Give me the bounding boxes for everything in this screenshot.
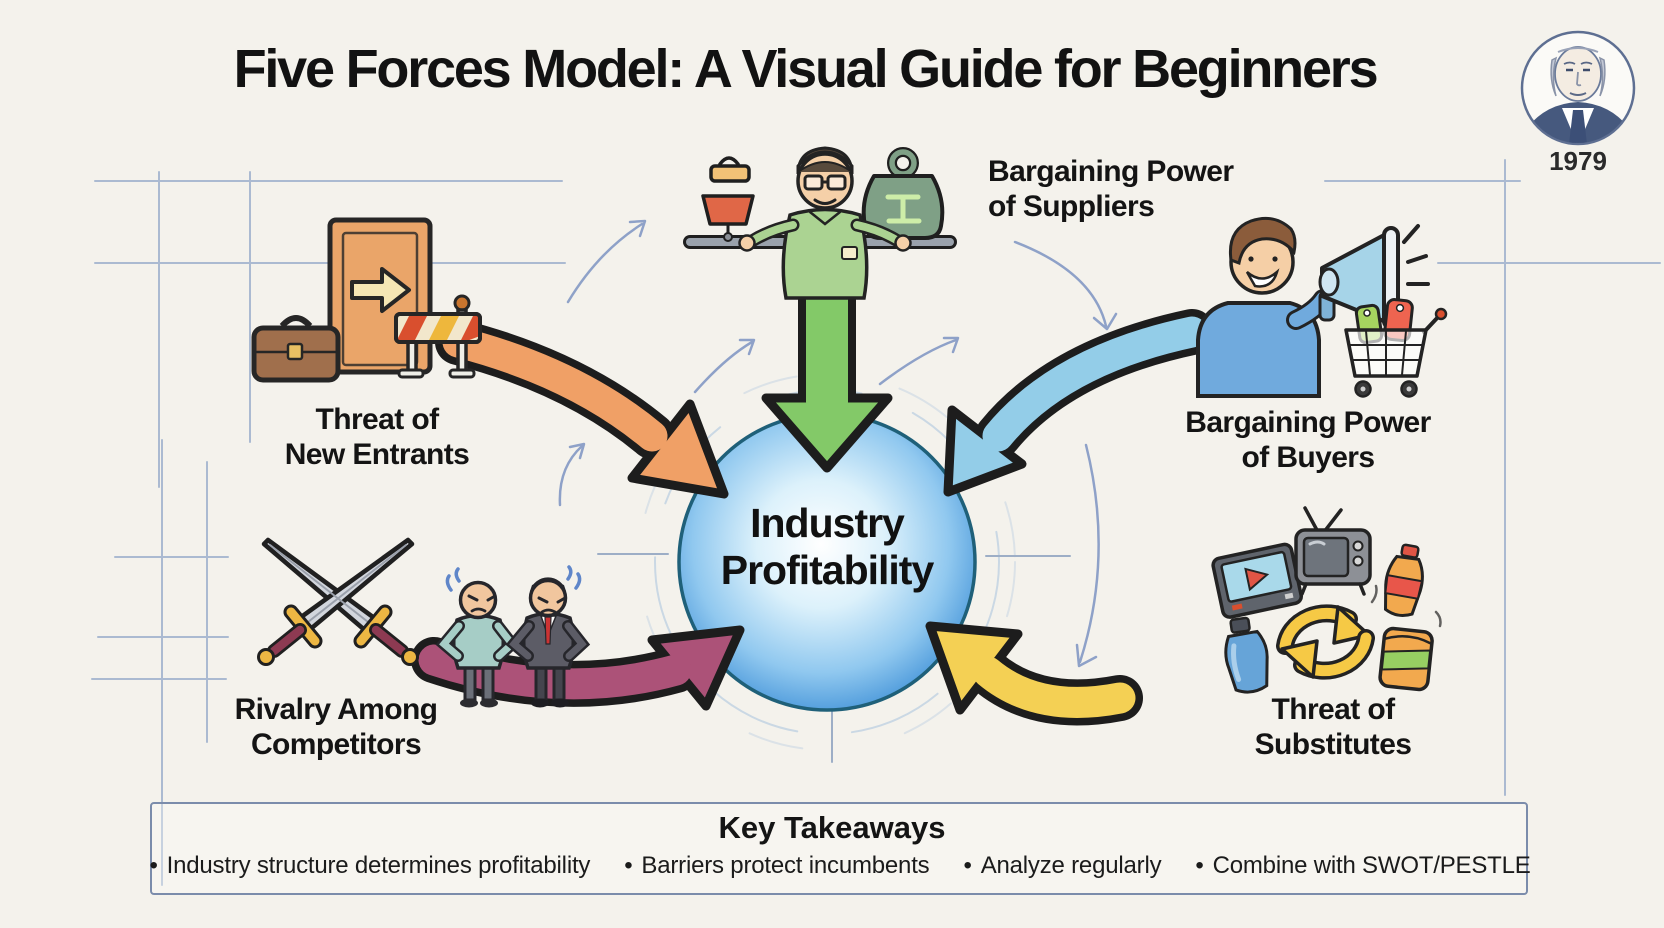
crossed-swords-icon bbox=[257, 537, 419, 666]
force-label-new-entrants: Threat of New Entrants bbox=[284, 403, 470, 472]
bullet-icon: • bbox=[1195, 852, 1204, 879]
swap-cycle-icon bbox=[1276, 604, 1375, 680]
canned-drink-icon bbox=[1378, 626, 1434, 692]
bullet-icon: • bbox=[624, 852, 633, 879]
page-title: Five Forces Model: A Visual Guide for Be… bbox=[233, 39, 1379, 99]
takeaway-text: Analyze regularly bbox=[980, 852, 1162, 879]
sketch-lines bbox=[91, 159, 1661, 886]
small-weights-icon bbox=[701, 156, 755, 242]
briefcase-icon bbox=[251, 315, 341, 383]
shopping-cart-icon bbox=[1344, 298, 1448, 398]
buyer-person-icon bbox=[1196, 216, 1448, 398]
arrow-buyers bbox=[943, 309, 1215, 497]
key-takeaways-list: • Industry structure determines profitab… bbox=[149, 852, 1530, 880]
arrow-new-entrants bbox=[435, 319, 729, 499]
substitutes-cluster bbox=[1211, 506, 1442, 694]
center-label-line1: Industry bbox=[750, 500, 905, 546]
michael-porter-portrait bbox=[1520, 30, 1636, 146]
center-label-line2: Profitability bbox=[720, 547, 935, 594]
takeaway-item: • Analyze regularly bbox=[963, 852, 1161, 880]
takeaway-text: Combine with SWOT/PESTLE bbox=[1212, 852, 1531, 879]
force-label-substitutes: Threat of Substitutes bbox=[1254, 693, 1412, 762]
takeaway-text: Industry structure determines profitabil… bbox=[166, 852, 591, 879]
bullet-icon: • bbox=[149, 852, 158, 879]
rival-competitors-icon bbox=[435, 565, 591, 708]
takeaway-item: • Barriers protect incumbents bbox=[624, 852, 929, 880]
scales-person-icon bbox=[683, 146, 957, 300]
bullet-icon: • bbox=[963, 852, 972, 879]
force-label-buyers: Bargaining Power of Buyers bbox=[1185, 406, 1431, 475]
juice-bottle-icon bbox=[1384, 543, 1424, 617]
porter-year: 1979 bbox=[1549, 146, 1607, 176]
arrow-suppliers bbox=[761, 263, 893, 473]
key-takeaways-heading: Key Takeaways bbox=[718, 810, 946, 845]
center-label: Industry Profitability bbox=[672, 500, 982, 594]
water-bottle-icon bbox=[1224, 616, 1269, 694]
heavy-weight-icon bbox=[861, 147, 945, 240]
video-player-icon bbox=[1211, 542, 1303, 619]
arrow-substitutes bbox=[925, 621, 1143, 726]
tv-icon bbox=[1294, 506, 1372, 596]
barrier-icon bbox=[394, 294, 482, 379]
takeaway-item: • Combine with SWOT/PESTLE bbox=[1195, 852, 1530, 880]
key-takeaways-panel bbox=[150, 802, 1528, 895]
takeaway-item: • Industry structure determines profitab… bbox=[149, 852, 590, 880]
takeaway-text: Barriers protect incumbents bbox=[641, 852, 930, 879]
force-label-suppliers: Bargaining Power of Suppliers bbox=[988, 155, 1234, 224]
force-label-rivalry: Rivalry Among Competitors bbox=[234, 693, 438, 762]
